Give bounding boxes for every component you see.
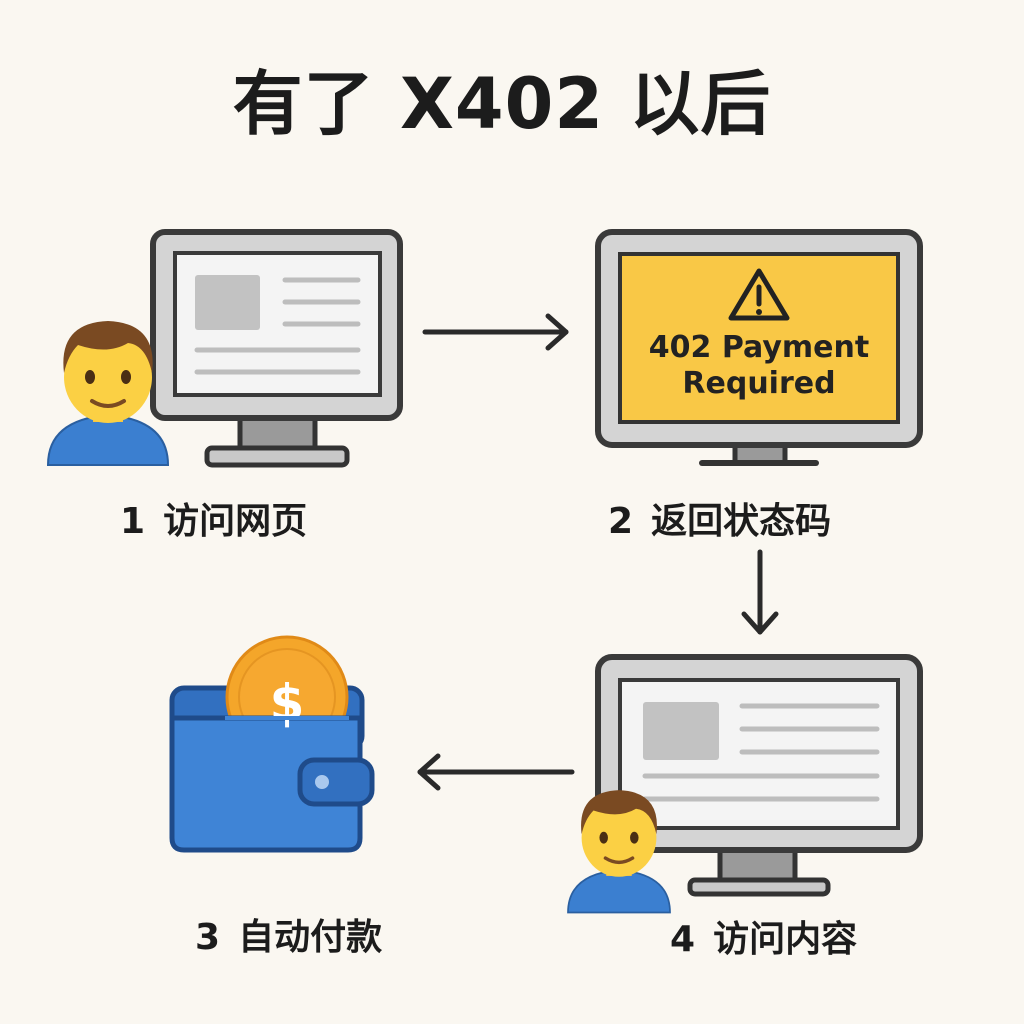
monitor-content (595, 654, 923, 897)
step-text: 访问内容 (713, 919, 858, 960)
error-line-1: 402 Payment (648, 330, 870, 365)
step-3-label: 3 自动付款 (195, 908, 382, 960)
arrow-left (417, 753, 575, 791)
step-number: 3 (195, 917, 221, 958)
step-text: 自动付款 (238, 917, 383, 958)
error-line-2: Required (682, 366, 836, 401)
error-message: 402 Payment Required (620, 330, 898, 402)
wallet-icon (169, 635, 375, 853)
monitor-webpage (150, 229, 403, 468)
step-text: 返回状态码 (651, 501, 832, 542)
step-4-label: 4 访问内容 (670, 910, 857, 962)
monitor-402 (595, 229, 923, 466)
step-1-label: 1 访问网页 (120, 492, 307, 544)
arrow-right (422, 313, 569, 351)
step-2-label: 2 返回状态码 (608, 492, 831, 544)
step-number: 1 (120, 501, 146, 542)
step-text: 访问网页 (163, 501, 308, 542)
page-title: 有了 X402 以后 (232, 63, 772, 145)
arrow-down (741, 549, 779, 635)
step-number: 2 (608, 501, 634, 542)
coin-dollar-icon: $ (270, 674, 305, 732)
warning-icon (728, 268, 790, 321)
step-number: 4 (670, 919, 696, 960)
